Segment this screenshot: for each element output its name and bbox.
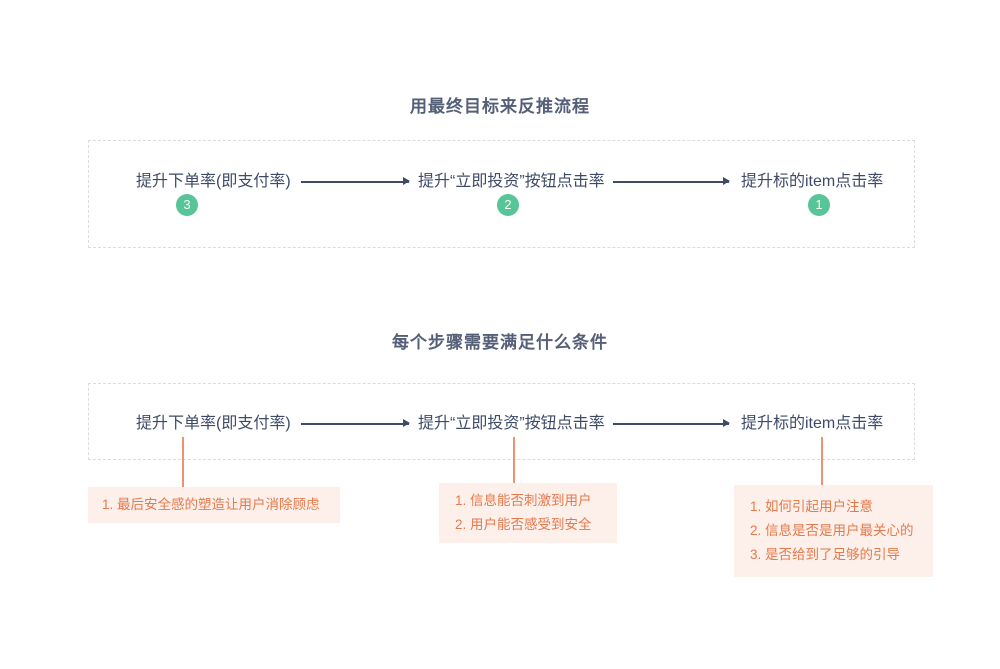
section2-flow-box: 提升下单率(即支付率) 提升“立即投资”按钮点击率 提升标的item点击率 bbox=[88, 383, 915, 460]
arrow-right-icon bbox=[613, 420, 730, 427]
flow1-step-order-rate: 提升下单率(即支付率) bbox=[136, 173, 291, 190]
section1-title: 用最终目标来反推流程 bbox=[410, 97, 590, 116]
conditions-note-order-rate: 1. 最后安全感的塑造让用户消除顾虑 bbox=[88, 487, 340, 523]
step-badge-1: 1 bbox=[808, 194, 830, 216]
arrow-right-icon bbox=[301, 178, 410, 185]
connector-line bbox=[182, 437, 184, 487]
flow2-step-invest-button: 提升“立即投资”按钮点击率 bbox=[418, 415, 605, 432]
condition-item: 2. 用户能否感受到安全 bbox=[455, 517, 592, 532]
connector-line bbox=[513, 437, 515, 483]
section2-title: 每个步骤需要满足什么条件 bbox=[392, 333, 608, 352]
flow2-step-order-rate: 提升下单率(即支付率) bbox=[136, 415, 291, 432]
section1-flow-box: 提升下单率(即支付率) 提升“立即投资”按钮点击率 提升标的item点击率 3 … bbox=[88, 140, 915, 248]
step-badge-2: 2 bbox=[497, 194, 519, 216]
arrow-right-icon bbox=[301, 420, 410, 427]
conditions-note-invest-button: 1. 信息能否刺激到用户 2. 用户能否感受到安全 bbox=[439, 483, 617, 543]
step-badge-3: 3 bbox=[176, 194, 198, 216]
condition-item: 3. 是否给到了足够的引导 bbox=[750, 547, 901, 562]
condition-item: 2. 信息是否是用户最关心的 bbox=[750, 523, 914, 538]
connector-line bbox=[821, 437, 823, 485]
flow1-step-invest-button: 提升“立即投资”按钮点击率 bbox=[418, 173, 605, 190]
conditions-note-item-click: 1. 如何引起用户注意 2. 信息是否是用户最关心的 3. 是否给到了足够的引导 bbox=[734, 485, 933, 577]
condition-item: 1. 最后安全感的塑造让用户消除顾虑 bbox=[102, 497, 320, 512]
flow1-step-item-click: 提升标的item点击率 bbox=[741, 173, 884, 190]
condition-item: 1. 如何引起用户注意 bbox=[750, 499, 874, 514]
condition-item: 1. 信息能否刺激到用户 bbox=[455, 493, 592, 508]
flow2-step-item-click: 提升标的item点击率 bbox=[741, 415, 884, 432]
arrow-right-icon bbox=[613, 178, 730, 185]
